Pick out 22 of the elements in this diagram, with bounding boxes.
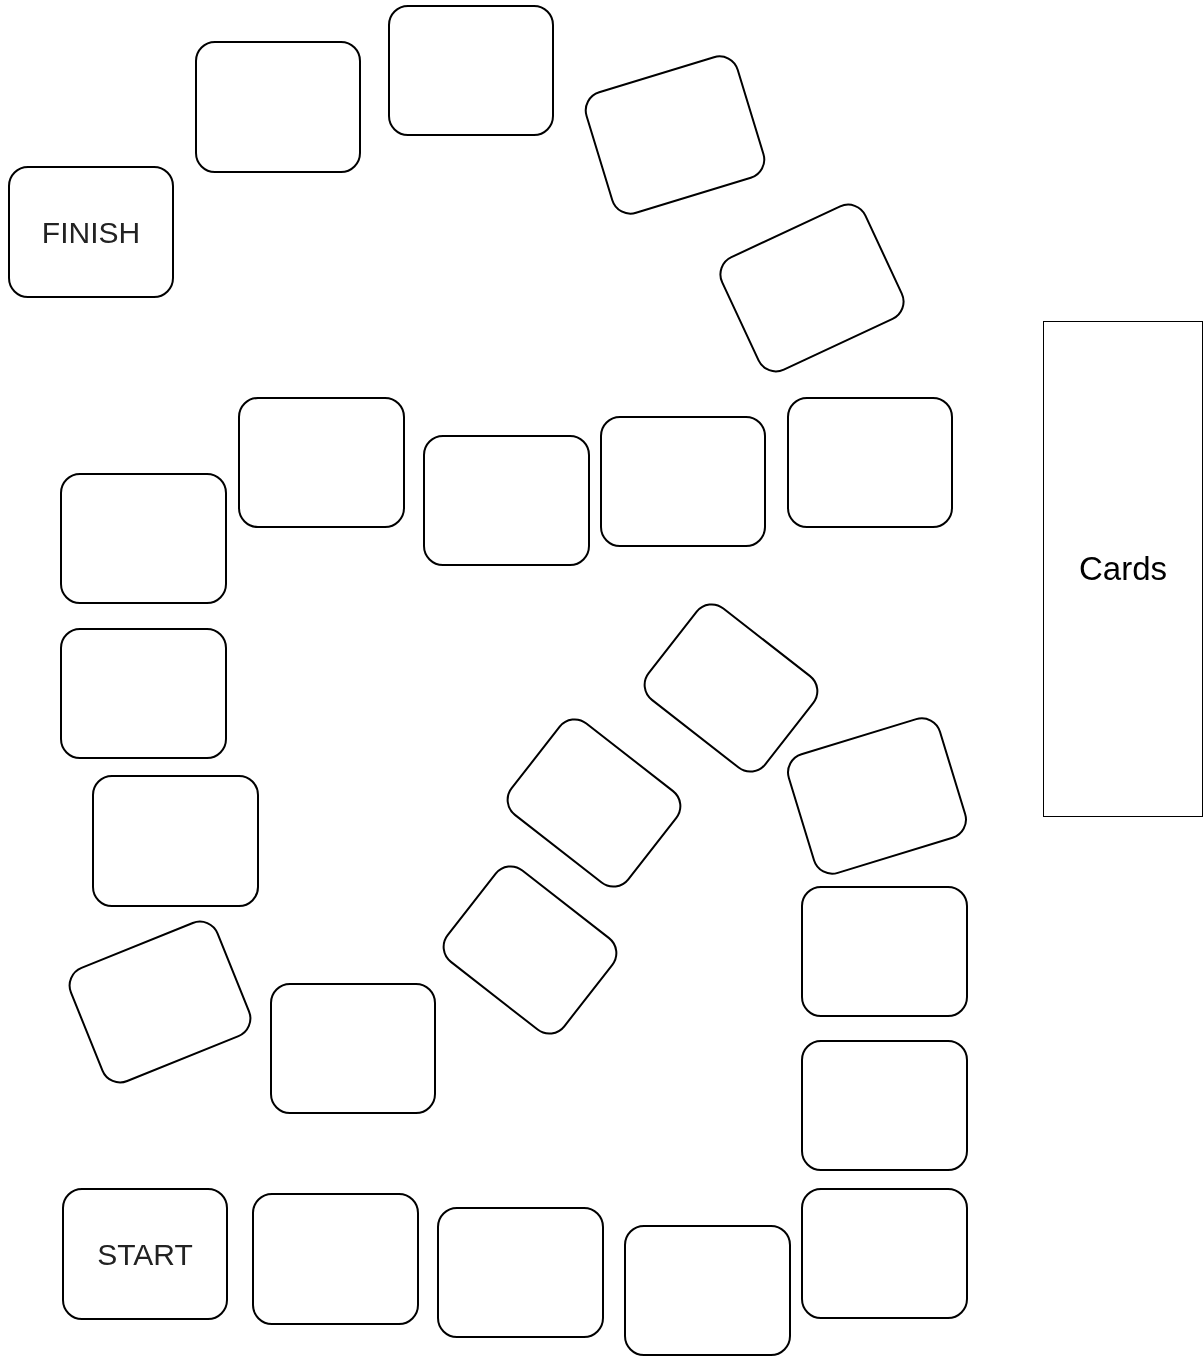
board-space xyxy=(251,1193,419,1325)
space-label: FINISH xyxy=(41,214,141,251)
board-space xyxy=(800,1039,968,1171)
card-pile-area xyxy=(1043,321,1203,817)
board-space xyxy=(8,166,174,298)
board-space xyxy=(800,1187,968,1319)
board-space xyxy=(600,415,766,547)
board-space xyxy=(787,396,953,528)
board-space xyxy=(62,1188,228,1320)
board-space xyxy=(237,396,405,528)
space-label: START xyxy=(97,1236,193,1273)
board-space xyxy=(623,1224,791,1356)
board-space xyxy=(800,885,968,1017)
board-space xyxy=(91,775,259,907)
board-space xyxy=(436,1206,604,1338)
board-space xyxy=(388,4,554,136)
space-label: Cards xyxy=(1079,549,1167,590)
board-space xyxy=(59,472,227,604)
board-space xyxy=(59,627,227,759)
board-space xyxy=(195,41,361,173)
board-space xyxy=(422,434,590,566)
board-space xyxy=(270,982,436,1114)
